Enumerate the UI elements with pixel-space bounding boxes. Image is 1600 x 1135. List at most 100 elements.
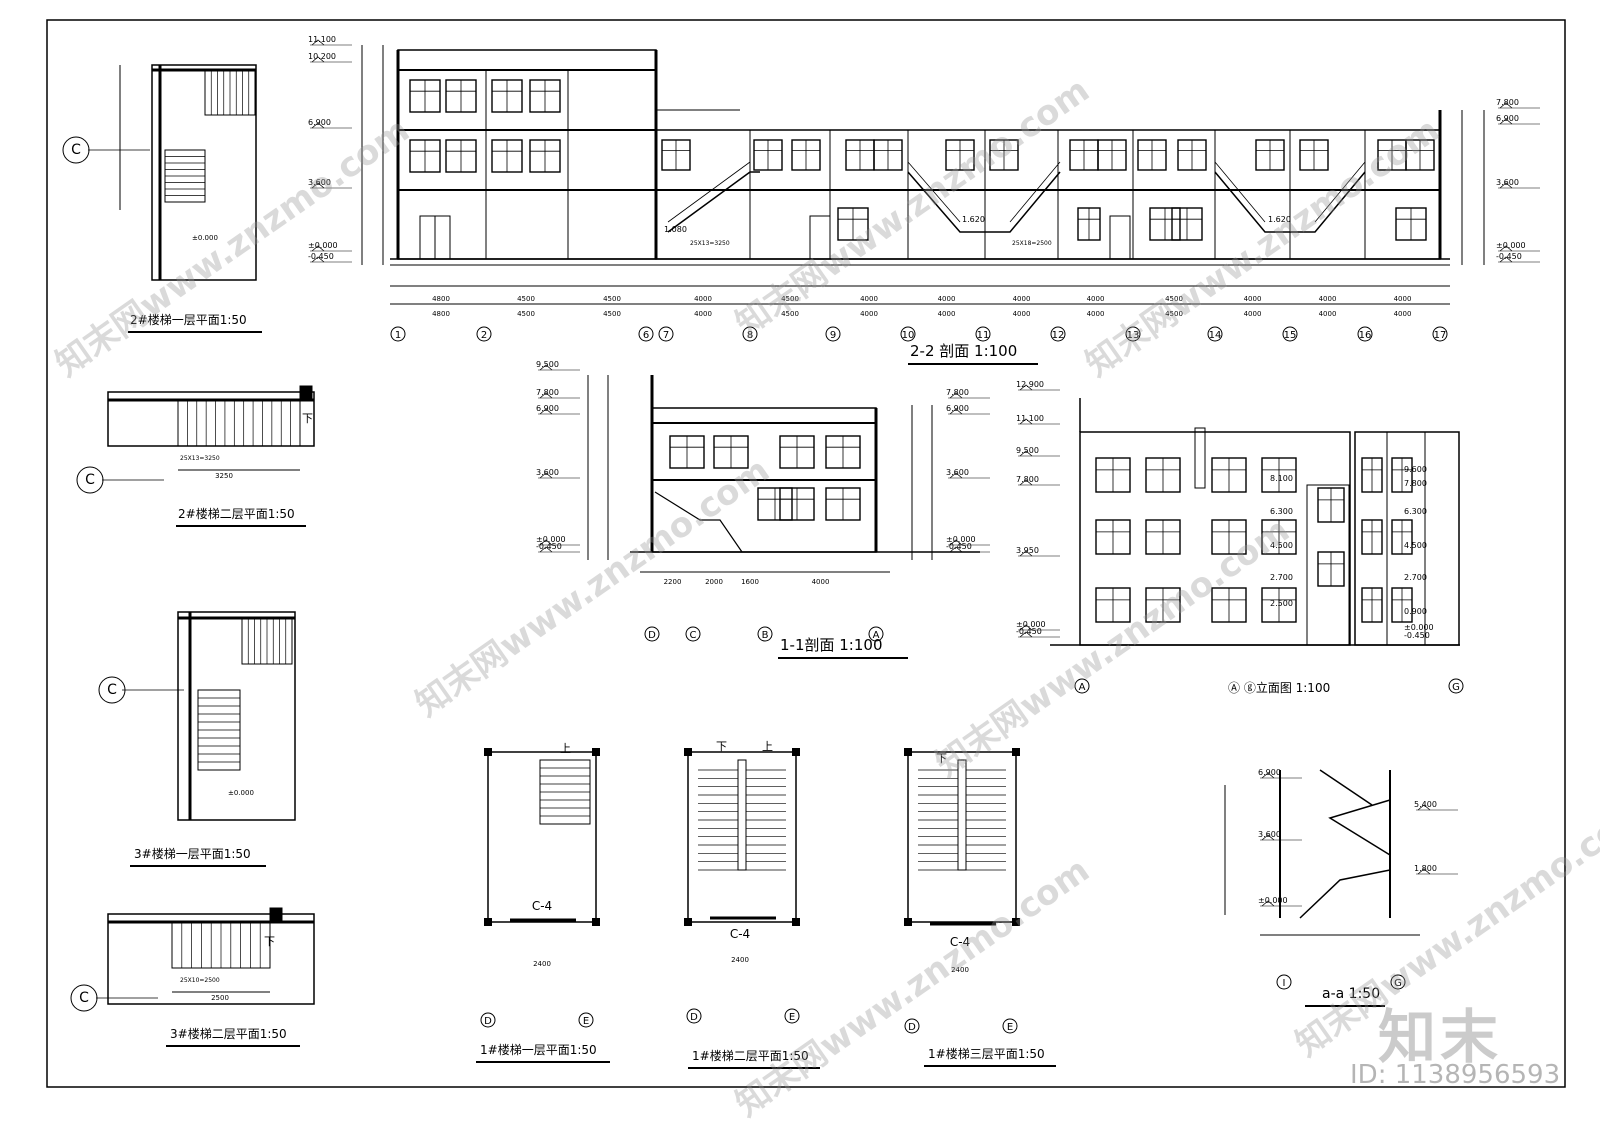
level-left: 9.500 [1016, 446, 1039, 455]
axis-label: D [908, 1022, 916, 1033]
axis-label: 9 [830, 330, 836, 341]
level-left: 3.600 [308, 178, 331, 187]
column [684, 918, 692, 926]
axis-label: D [690, 1012, 698, 1023]
dimension: 4000 [694, 310, 712, 318]
level-right: -0.450 [946, 542, 972, 551]
section-1-1 [587, 375, 980, 573]
level-zero: ±0.000 [192, 234, 218, 242]
level-left: ±0.000 [536, 535, 566, 544]
axis-bubble [900, 326, 916, 342]
dimension: 4500 [517, 295, 535, 303]
level-right: 9.600 [1404, 465, 1427, 474]
level-left: 12.900 [1016, 380, 1044, 389]
section-1-1-windows [669, 435, 861, 521]
level-right: 4.500 [1404, 541, 1427, 550]
column [484, 918, 492, 926]
column [904, 918, 912, 926]
axis-bubble [644, 626, 660, 642]
level-aa: 1.800 [1414, 864, 1437, 873]
axis-bubble [1390, 974, 1406, 990]
window-tag: C-4 [532, 899, 552, 913]
axis-label: 1 [395, 330, 401, 341]
axis-bubble [757, 626, 773, 642]
level-right: 7.800 [946, 388, 969, 397]
dimension: 4500 [781, 310, 799, 318]
level-mid: 2.500 [1270, 599, 1293, 608]
image-id: ID: 1138956593 [1350, 1060, 1561, 1090]
level-right: 2.700 [1404, 573, 1427, 582]
level-mid: 6.300 [1270, 507, 1293, 516]
level-right: 3.600 [1496, 178, 1519, 187]
level-right: ±0.000 [946, 535, 976, 544]
stair-note: 25X18=2500 [1012, 240, 1052, 247]
sheet-frame [46, 19, 1566, 1088]
dimension: 4000 [860, 295, 878, 303]
axis-label: 10 [902, 330, 915, 341]
dimension: 4000 [860, 310, 878, 318]
level-aa: ±0.000 [1258, 896, 1288, 905]
level-aa: 3.600 [1258, 830, 1281, 839]
axis-label: B [762, 630, 769, 641]
down-arrow-label: 下 [936, 752, 947, 765]
level-note: 1.620 [1268, 215, 1291, 224]
up-arrow-label: 上 [762, 740, 773, 753]
dimension: 4500 [517, 310, 535, 318]
stair-note: 25X13=3250 [180, 455, 220, 462]
column [904, 748, 912, 756]
level-right: 6.900 [946, 404, 969, 413]
dimension: 4800 [432, 295, 450, 303]
axis-label: 13 [1127, 330, 1140, 341]
level-left: -0.450 [1016, 627, 1042, 636]
axis-label: I [1283, 978, 1286, 989]
level-mid: 2.700 [1270, 573, 1293, 582]
dimension: 4500 [1165, 310, 1183, 318]
level-right: ±0.000 [1496, 241, 1526, 250]
column [1012, 748, 1020, 756]
axis-bubble [1276, 974, 1292, 990]
title-stair-1-3: 1#楼梯三层平面1:50 [928, 1046, 1045, 1061]
axis-bubble [1002, 1018, 1018, 1034]
axis-label: 8 [747, 330, 753, 341]
dimension: 4000 [1394, 295, 1412, 303]
dimension: 4500 [781, 295, 799, 303]
axis-label: 12 [1052, 330, 1065, 341]
level-left: 3.950 [1016, 546, 1039, 555]
level-aa: 6.900 [1258, 768, 1281, 777]
elevation-a-g [1050, 398, 1460, 646]
level-left: -0.450 [308, 252, 334, 261]
axis-label: 2 [481, 330, 487, 341]
axis-label: 6 [643, 330, 649, 341]
axis-bubble [658, 326, 674, 342]
level-left: 10.200 [308, 52, 336, 61]
dimension: 4000 [938, 310, 956, 318]
level-left: ±0.000 [1016, 620, 1046, 629]
axis-label: 7 [663, 330, 669, 341]
axis-label: C [107, 682, 117, 698]
axis-label: E [1007, 1022, 1013, 1033]
axis-bubble [1282, 326, 1298, 342]
up-arrow-label: 上 [560, 742, 571, 755]
axis-label: C [71, 142, 81, 158]
title-section-2-2: 2-2 剖面 1:100 [910, 342, 1017, 360]
axis-label: G [1394, 978, 1402, 989]
dimension: 4000 [1087, 310, 1105, 318]
dimension: 4800 [432, 310, 450, 318]
axis-bubble [1448, 678, 1464, 694]
axis-bubble [390, 326, 406, 342]
title-stair-3-2: 3#楼梯二层平面1:50 [170, 1026, 287, 1041]
dimension: 2400 [731, 956, 749, 964]
axis-label: C [79, 990, 89, 1006]
axis-bubble [904, 1018, 920, 1034]
level-left: 7.800 [536, 388, 559, 397]
axis-label: 17 [1434, 330, 1447, 341]
axis-label: E [583, 1016, 589, 1027]
level-left: 11.100 [308, 35, 336, 44]
axis-bubble [578, 1012, 594, 1028]
dimension: 4000 [1013, 295, 1031, 303]
dimension: 4000 [938, 295, 956, 303]
dimension: 4500 [1165, 295, 1183, 303]
dimension: 1600 [741, 578, 759, 586]
level-left: ±0.000 [308, 241, 338, 250]
